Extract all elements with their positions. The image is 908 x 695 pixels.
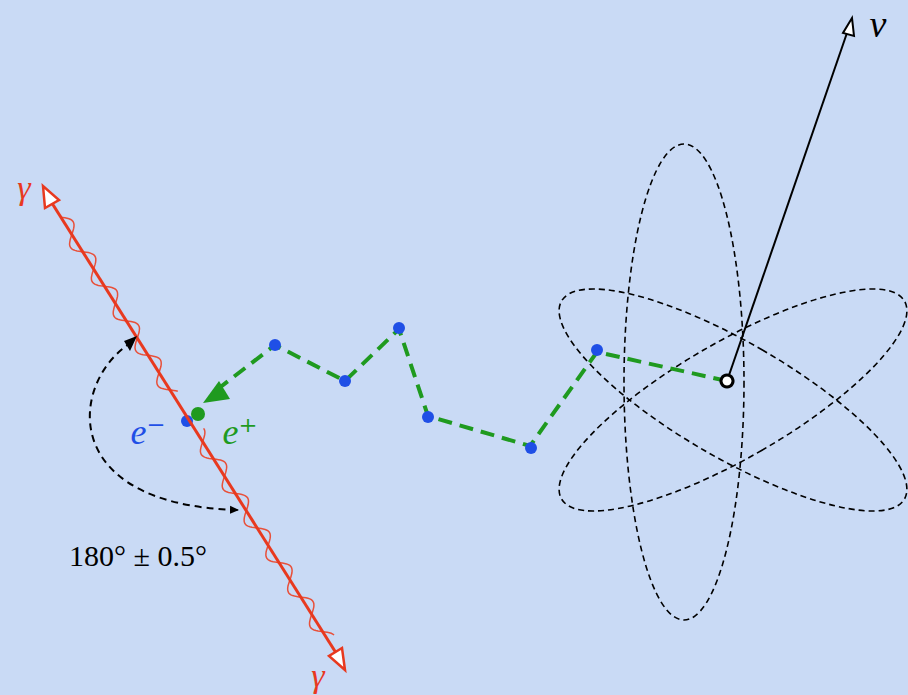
- nucleus: [721, 375, 733, 387]
- electron-dots: [181, 322, 603, 454]
- angle-arc-head: [124, 336, 137, 351]
- photon-arrowhead: [43, 186, 59, 208]
- neutrino-track: [727, 18, 854, 381]
- photon-symbol: γ: [17, 171, 30, 205]
- angle-arc: [90, 342, 238, 510]
- neutrino-symbol: ν: [870, 5, 887, 43]
- positron-path: [214, 329, 727, 446]
- photon-arrowhead: [329, 648, 345, 670]
- positron-arrowhead: [203, 381, 230, 403]
- angle-value: 180° ± 0.5°: [69, 541, 207, 571]
- positron-dot: [191, 407, 205, 421]
- photon-symbol: γ: [311, 659, 324, 693]
- positron-symbol: e⁺: [223, 414, 258, 450]
- electron-symbol: e⁻: [131, 414, 166, 450]
- photon-line: [50, 200, 338, 656]
- atom-orbits: [533, 144, 908, 620]
